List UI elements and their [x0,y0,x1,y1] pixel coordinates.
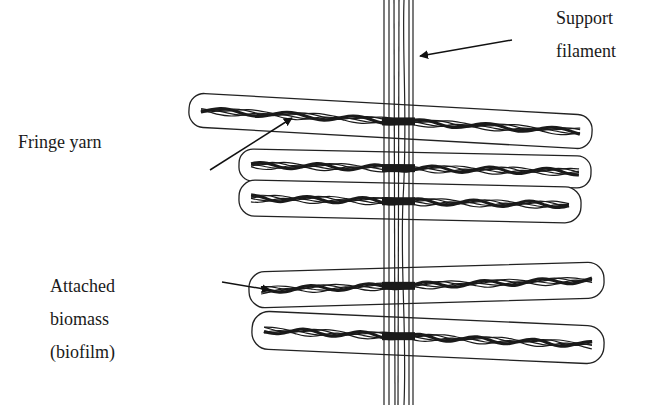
yarn-knot [382,197,415,205]
leader-arrow [210,118,292,170]
leader-arrows [210,40,512,290]
yarn-strand [201,107,580,134]
biofilm-outline [188,93,593,150]
yarn-strand [264,327,592,348]
yarn-strand [264,330,592,348]
yarn-knot [382,117,415,125]
part-label: Support filament [556,2,648,68]
yarn-knot [382,282,415,290]
yarn-strand [264,330,592,349]
label-box: Attached biomass (biofilm) [50,270,146,369]
yarn-strand [201,107,580,133]
yarn-strand [251,162,579,175]
yarn-strand [201,110,580,136]
fringe-yarns [188,93,605,365]
fringe-yarn [239,180,582,223]
biofilm-outline [239,180,582,223]
fringe-yarn [251,311,605,364]
leader-arrow [420,40,512,56]
yarn-strand [251,164,579,175]
yarn-knot [382,332,415,340]
fringe-yarn [188,93,593,150]
yarn-knots [382,117,415,340]
fringe-yarn [248,262,604,308]
yarn-strand [261,280,592,294]
leader-arrow [222,282,270,290]
biofilm-outline [251,311,605,364]
label-box: Fringe yarn [18,126,158,159]
yarn-strand [251,198,569,209]
part-label: Fringe yarn [18,126,158,159]
biofilm-outline [248,262,604,308]
yarn-knot [382,164,415,172]
label-box: Support filament [556,2,648,68]
part-label: Attached biomass (biofilm) [50,270,146,369]
